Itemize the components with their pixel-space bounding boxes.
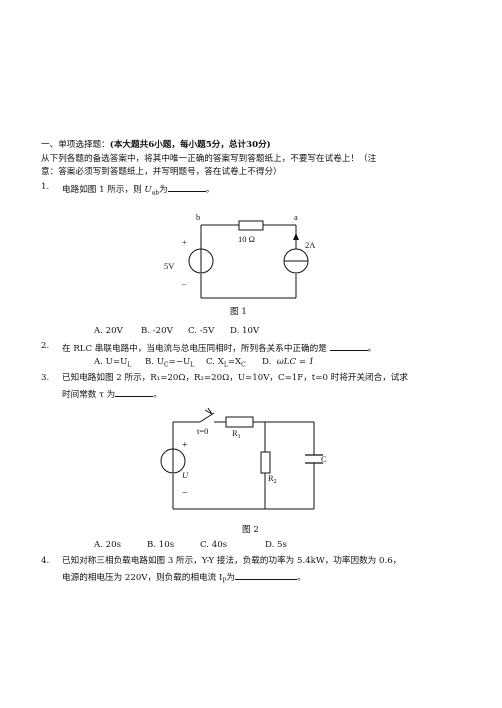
heading-prefix: 一、单项选择题：	[41, 140, 110, 150]
q2-option-c-sub2: C	[241, 361, 246, 369]
q3-number: 3.	[41, 373, 50, 383]
q3-line-2-text: 时间常数 τ 为	[62, 390, 116, 400]
q4-line-1: 已知对称三相负载电路如图 3 所示，Y-Y 接法，负载的功率为 5.4kW，功率…	[62, 556, 402, 566]
q1-text-main: 电路如图 1 所示，则	[62, 185, 145, 195]
q1-option-b: B. -20V	[141, 326, 173, 336]
q1-number: 1.	[41, 182, 50, 192]
q3-option-b: B. 10s	[147, 540, 175, 550]
heading-detail: (本大题共6小题，每小题5分，总计30分)	[109, 140, 271, 150]
q2-end: 。	[367, 344, 377, 354]
resistor-10ohm	[238, 220, 264, 231]
q2-option-b-sub1: C	[164, 361, 169, 369]
q4-line-2-sub: P	[222, 577, 227, 585]
node-b-label: b	[196, 212, 200, 222]
figure-1-caption: 图 1	[230, 307, 247, 317]
q1-option-c: C. -5V	[188, 326, 215, 336]
q4-end: 。	[297, 573, 306, 583]
q1-option-d: D. 10V	[230, 326, 260, 336]
q2-option-a: A. U=UL	[94, 357, 131, 371]
current-arrow-icon	[293, 233, 299, 240]
q2-option-c-sub1: L	[223, 361, 228, 369]
q4-answer-blank	[235, 570, 298, 580]
figure-2-caption: 图 2	[242, 525, 259, 535]
q3-option-c: C. 40s	[200, 540, 228, 550]
plus-sign: +	[182, 237, 187, 247]
q2-text-main: 在 RLC 串联电路中，当电流与总电压同相时，所列各关系中正确的是	[62, 344, 327, 354]
resistor-label: 10 Ω	[238, 234, 255, 244]
q3-answer-blank	[115, 387, 154, 397]
q1-option-a: A. 20V	[94, 326, 123, 336]
instruction-line-2: 意：答案必须写到答题纸上，并写明题号，答在试卷上不得分）	[41, 167, 282, 177]
q2-option-a-text: A. U=U	[94, 357, 128, 367]
q2-option-d-text: D.	[262, 357, 272, 367]
q3-end: 。	[153, 390, 162, 400]
current-label: 2A	[305, 240, 316, 250]
q3-line-1: 已知电路如图 2 所示，R₁=20Ω，R₂=20Ω，U=10V，C=1F，t=0…	[62, 373, 408, 383]
q3-option-d: D. 5s	[265, 540, 287, 550]
q4-line-2: 电源的相电压为 220V，则负载的相电流 IP为 。	[62, 570, 306, 587]
q1-text-after: 为	[159, 185, 168, 195]
q1-var: U	[144, 185, 152, 195]
node-a-label: a	[294, 212, 298, 222]
q2-number: 2.	[41, 341, 50, 351]
q1-var-sub: ab	[151, 189, 160, 197]
q2-formula: ωLC = 1	[276, 357, 315, 367]
q2-option-c: C. XL=XC	[206, 357, 246, 369]
q2-text: 在 RLC 串联电路中，当电流与总电压同相时，所列各关系中正确的是 。	[62, 341, 376, 355]
section-heading: 一、单项选择题：(本大题共6小题，每小题5分，总计30分)	[41, 140, 271, 151]
q1-answer-blank	[167, 182, 206, 192]
q3-option-a: A. 20s	[94, 540, 122, 550]
q2-option-b: B. UC=−UL	[145, 357, 195, 369]
q2-option-d: D. ωLC = 1	[262, 357, 314, 368]
q3-line-2: 时间常数 τ 为 。	[62, 387, 162, 401]
q2-option-a-sub: L	[127, 361, 132, 369]
q4-line-2-text: 电源的相电压为 220V，则负载的相电流 I	[62, 573, 223, 583]
q4-line-2-after: 为	[226, 573, 236, 583]
voltage-label: 5V	[164, 261, 175, 271]
q4-number: 4.	[41, 556, 50, 566]
minus-sign: –	[181, 278, 187, 288]
instruction-line-1: 从下列各题的备选答案中，将其中唯一正确的答案写到答题纸上，不要写在试卷上！（注	[41, 154, 377, 164]
q2-answer-blank	[329, 341, 368, 351]
q1-end: 。	[205, 185, 215, 195]
q1-text: 电路如图 1 所示，则 Uab为 。	[62, 182, 214, 199]
q2-option-b-sub2: L	[190, 361, 195, 369]
